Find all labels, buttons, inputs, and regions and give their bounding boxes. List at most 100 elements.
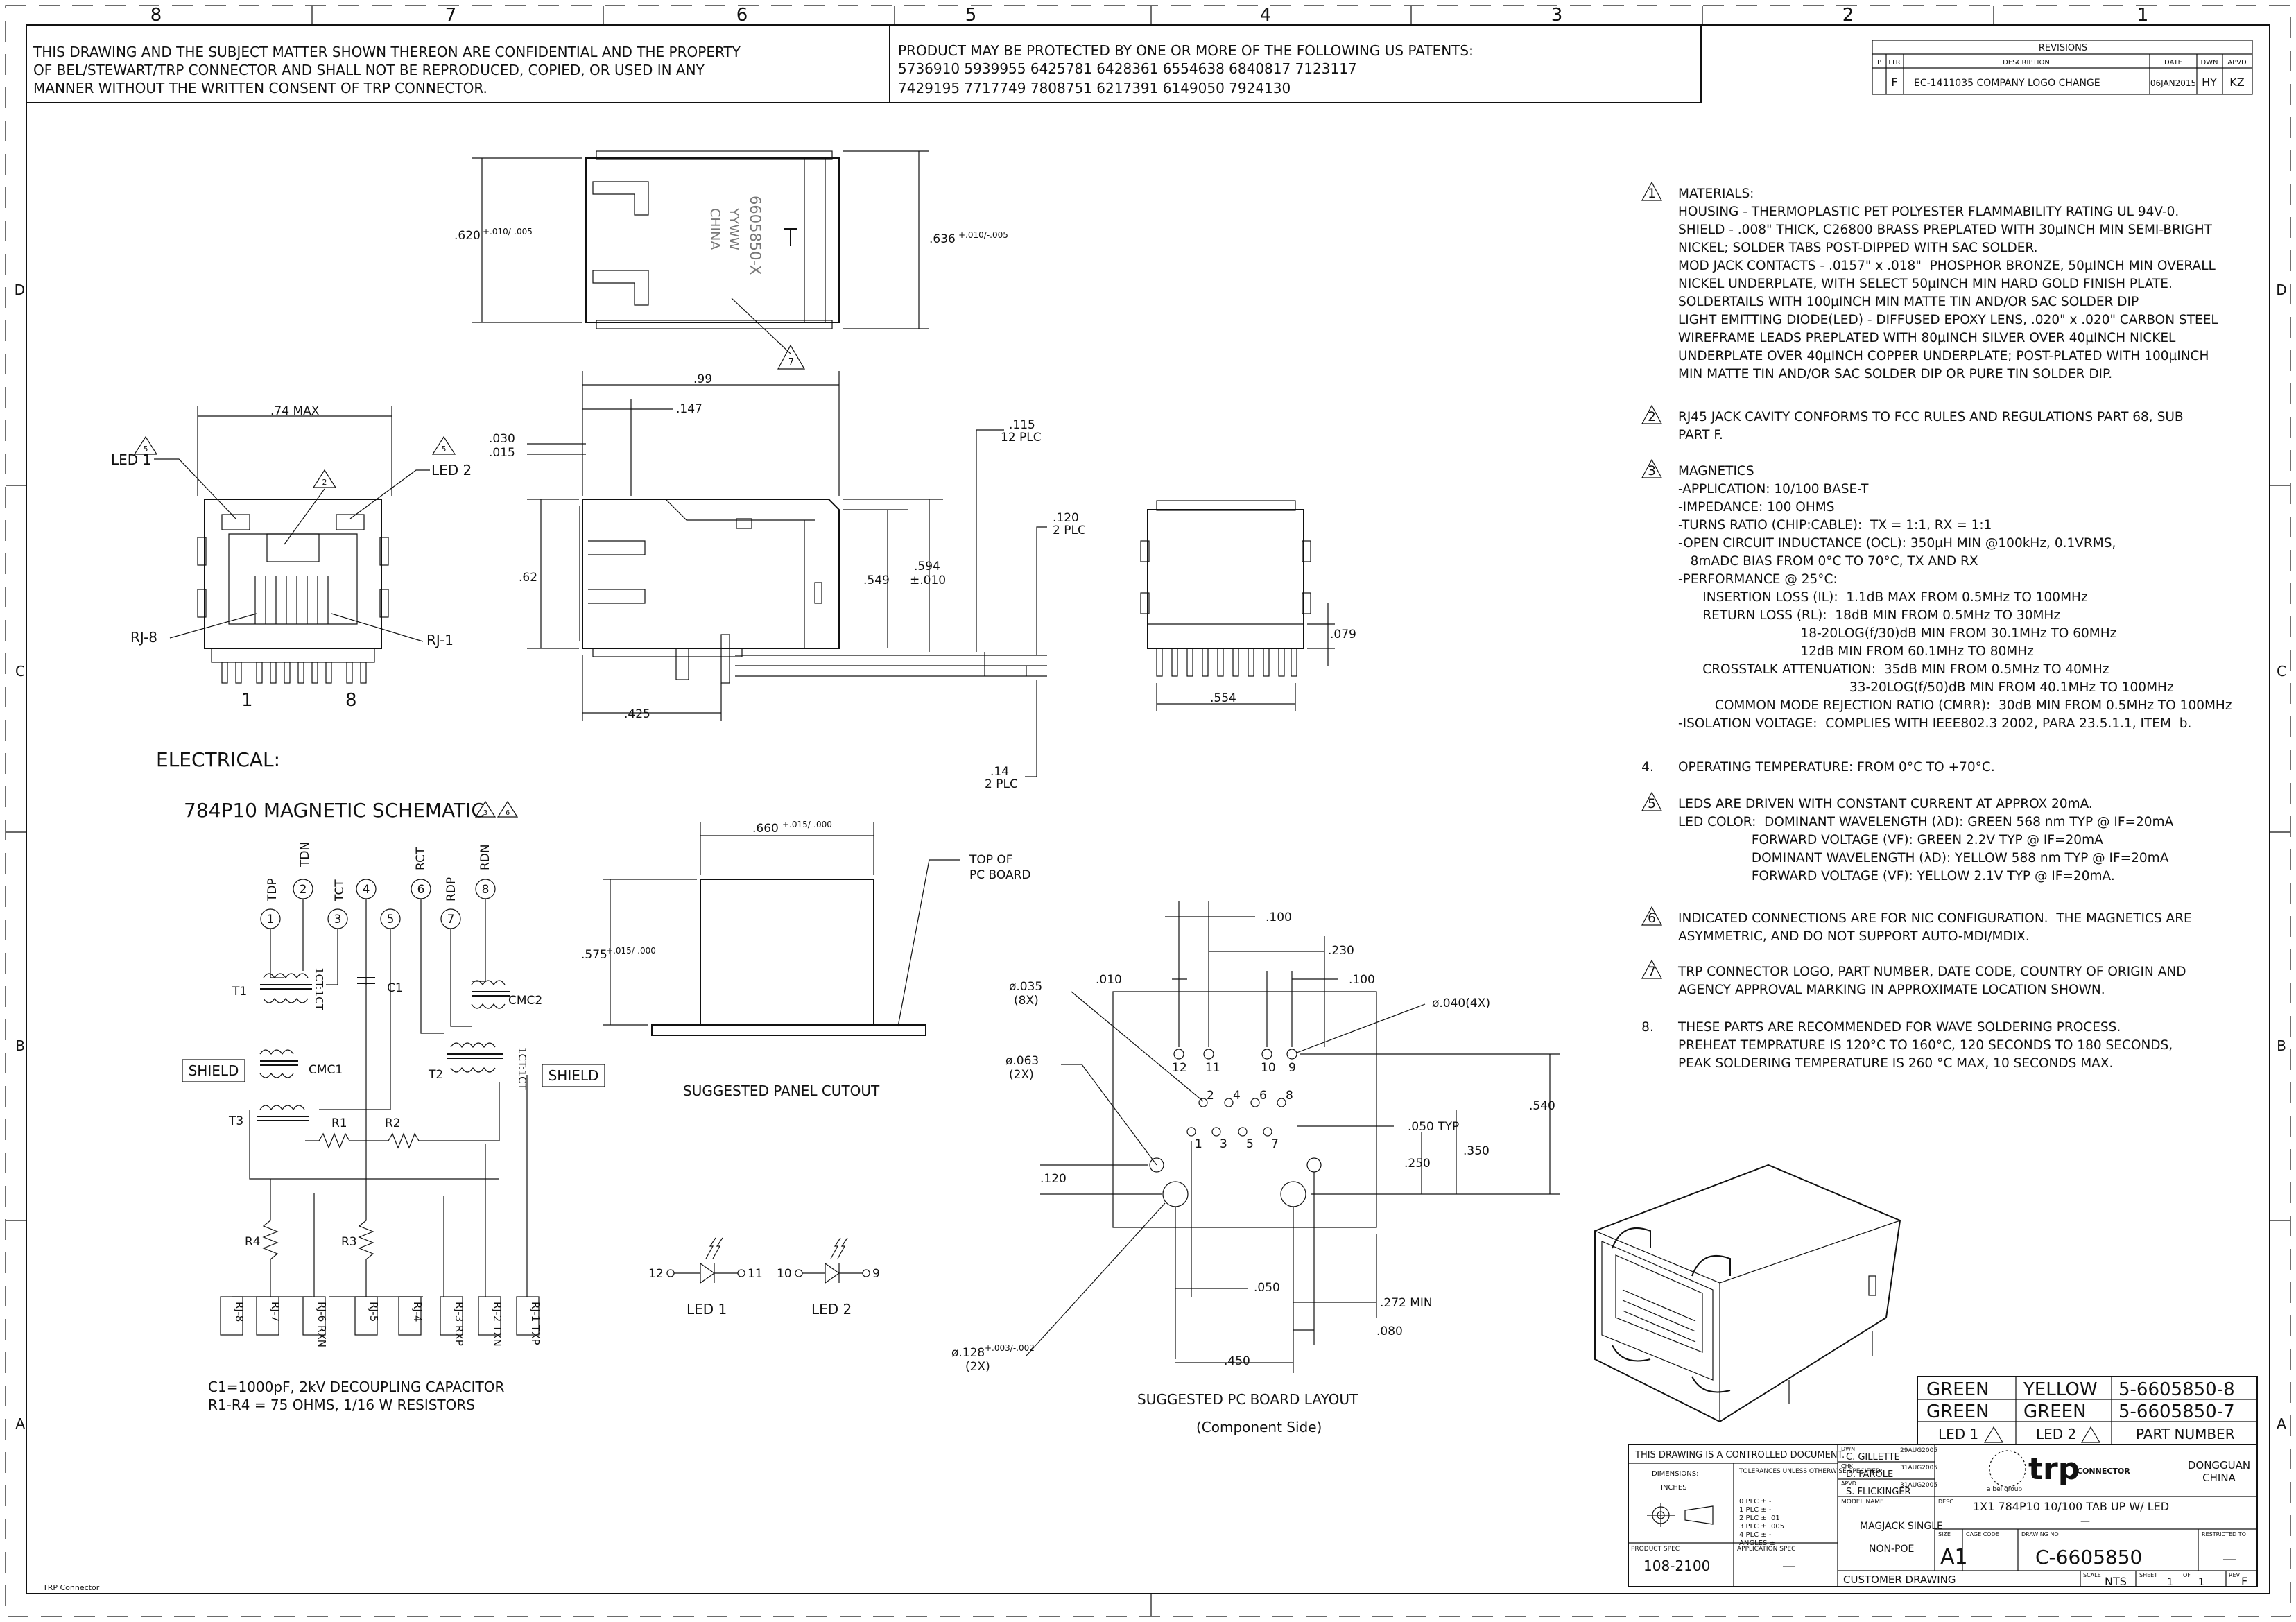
choke-label: CMC1 (309, 1063, 343, 1077)
note-line: LEDS ARE DRIVEN WITH CONSTANT CURRENT AT… (1678, 797, 2093, 811)
dim-label: .350 (1463, 1144, 1490, 1158)
schematic-note: R1-R4 = 75 OHMS, 1/16 W RESISTORS (208, 1397, 475, 1413)
pcb-layout-subtitle: (Component Side) (1196, 1419, 1322, 1435)
dim-label: .120 (1040, 1172, 1067, 1186)
hole-label: (8X) (1014, 994, 1039, 1008)
magnetic-schematic: ELECTRICAL: 784P10 MAGNETIC SCHEMATIC 3 … (156, 748, 605, 1413)
led1-color: GREEN (1926, 1401, 1989, 1422)
top-marking: CHINA (707, 208, 723, 250)
note-line: -PERFORMANCE @ 25°C: (1678, 572, 1838, 587)
dim-label: .079 (1330, 628, 1356, 641)
tol-row: 4 PLC ± - (1739, 1531, 1772, 1539)
transformer-label: T2 (428, 1068, 443, 1082)
tb-label: REV (2229, 1572, 2241, 1578)
note-ref: 6 (506, 809, 510, 817)
rj45-contacts (254, 576, 329, 624)
hole-label: (2X) (1009, 1068, 1034, 1082)
note-line: -APPLICATION: 10/100 BASE-T (1678, 482, 1869, 497)
pcb-pin: 12 (1172, 1061, 1187, 1075)
footer-label: TRP Connector (42, 1583, 100, 1592)
ratio-label: 1CT:1CT (313, 967, 325, 1011)
note-item: 8. THESE PARTS ARE RECOMMENDED FOR WAVE S… (1641, 1020, 2173, 1071)
note-number: 8. (1641, 1020, 1654, 1035)
note-line: NICKEL; SOLDER TABS POST-DIPPED WITH SAC… (1678, 241, 2038, 255)
pcb-label: TOP OF (969, 853, 1013, 867)
dim-label: 12 PLC (1001, 431, 1042, 445)
note-line: FORWARD VOLTAGE (VF): YELLOW 2.1V TYP @ … (1678, 869, 2115, 883)
tb-label: DWN (1841, 1446, 1855, 1452)
tol-row: 3 PLC ± .005 (1739, 1523, 1784, 1530)
pcb-pin: 7 (1271, 1137, 1279, 1151)
note-line: ASYMMETRIC, AND DO NOT SUPPORT AUTO-MDI/… (1678, 929, 2030, 944)
tb-dwn: C. GILLETTE (1846, 1452, 1900, 1463)
tol-row: 1 PLC ± - (1739, 1506, 1772, 1514)
tb-chk: D. FAROLE (1846, 1469, 1893, 1480)
logo-group: a bel group (1987, 1486, 2022, 1493)
note-number: 5 (1648, 797, 1656, 811)
note-line: NICKEL UNDERPLATE, WITH SELECT 50µINCH M… (1678, 277, 2173, 291)
side-view: .99 .147 .030 .015 .62 .549 .594 ±.010 .… (489, 371, 1086, 791)
revisions-table: REVISIONS P LTR DESCRIPTION DATE DWN APV… (1872, 40, 2253, 95)
pcb-pin: 10 (1261, 1061, 1276, 1075)
row-label: A (15, 1415, 25, 1432)
dim-label: ±.010 (910, 573, 946, 587)
pcb-pin: 2 (1207, 1089, 1214, 1103)
dim-label: .594 (914, 560, 940, 573)
rj-pin-label: RJ-4 (411, 1302, 424, 1322)
app-spec: — (1782, 1558, 1796, 1574)
rev-letter: F (1891, 76, 1897, 89)
note-line: INSERTION LOSS (IL): 1.1dB MAX FROM 0.5M… (1678, 590, 2088, 605)
description: 1X1 784P10 10/100 TAB UP W/ LED (1973, 1500, 2169, 1513)
sheet: 1 (2167, 1577, 2173, 1588)
choke-label: CMC2 (508, 994, 542, 1008)
rj-pin-label: RJ-3 RXP (453, 1302, 465, 1346)
sheets: 1 (2198, 1577, 2204, 1588)
top-view: 6605850-X YYWW CHINA .620 +.010/-.005 .6… (454, 150, 1008, 370)
hole-label: (2X) (965, 1360, 990, 1374)
dim-label: .120 (1053, 511, 1079, 525)
tb-label: SHEET (2139, 1572, 2157, 1578)
restricted: — (2222, 1551, 2236, 1567)
resistor-label: R2 (385, 1116, 401, 1130)
dim-label: .575 (581, 948, 607, 962)
row-labels: D C B A D C B A (15, 282, 2287, 1432)
row-label: A (2277, 1415, 2286, 1432)
part-number-table: GREEN YELLOW 5-6605850-8 GREEN GREEN 5-6… (1917, 1376, 2258, 1445)
dim-label: .425 (624, 707, 650, 721)
electrical-heading: ELECTRICAL: (156, 748, 280, 771)
pcb-pin: 6 (1259, 1089, 1267, 1103)
dim-label: .100 (1349, 973, 1375, 987)
logo-sub: CONNECTOR (2077, 1467, 2130, 1476)
location: DONGGUAN (2188, 1459, 2250, 1472)
dim-label: .549 (863, 573, 890, 587)
rev-apvd: KZ (2229, 76, 2244, 89)
col-label: 5 (965, 5, 977, 26)
schematic-note: C1=1000pF, 2kV DECOUPLING CAPACITOR (208, 1379, 504, 1395)
schematic-wires (232, 899, 528, 1297)
rj-label: RJ-8 (130, 629, 157, 646)
dim-tolerance: +.010/-.005 (958, 230, 1008, 240)
signal-label: RDP (444, 877, 458, 901)
row-label: B (2277, 1037, 2286, 1054)
hole-label: ø.063 (1005, 1054, 1039, 1068)
dim-label: .050 TYP (1408, 1120, 1459, 1134)
pin-label: 8 (345, 690, 357, 711)
note-line: SOLDERTAILS WITH 100µINCH MIN MATTE TIN … (1678, 295, 2139, 309)
note-line: THESE PARTS ARE RECOMMENDED FOR WAVE SOL… (1677, 1020, 2121, 1035)
pin-circles: 1 2 3 4 5 6 7 8 (260, 879, 496, 929)
tb-label: APPLICATION SPEC (1737, 1546, 1795, 1553)
rj-pin-label: RJ-5 (368, 1302, 380, 1322)
rj-pin-label: RJ-1 TXP (529, 1302, 542, 1345)
note-triangle (1641, 791, 1663, 811)
dim-label: .080 (1376, 1325, 1403, 1338)
note-line: TRP CONNECTOR LOGO, PART NUMBER, DATE CO… (1677, 965, 2186, 979)
note-triangle (1641, 458, 1663, 478)
hole-label: ø.128 (951, 1346, 985, 1360)
revisions-title: REVISIONS (2039, 43, 2087, 53)
note-triangle (1641, 181, 1663, 201)
front-view: .74 MAX LED 1 LED 2 5 5 2 RJ-8 RJ-1 1 8 (111, 404, 472, 711)
drawing-number: C-6605850 (2035, 1546, 2142, 1569)
note-line: OPERATING TEMPERATURE: FROM 0°C TO +70°C… (1678, 760, 1995, 775)
